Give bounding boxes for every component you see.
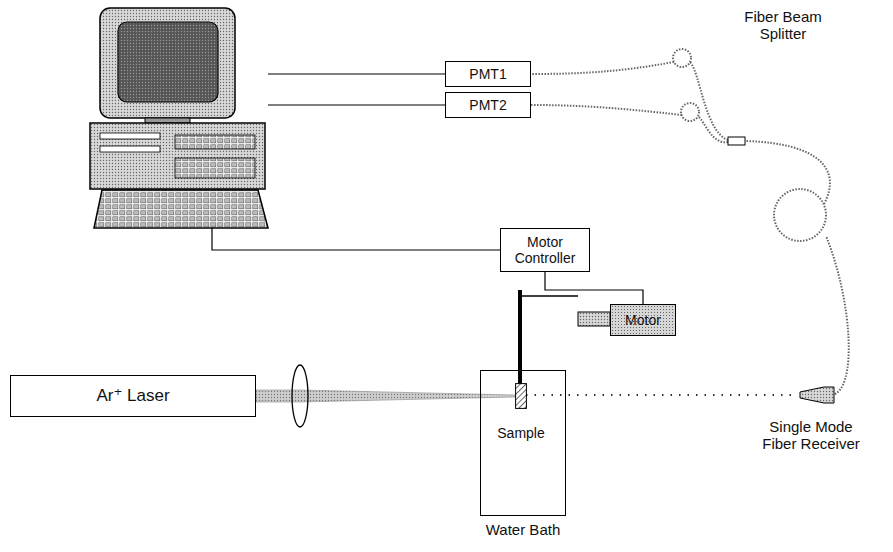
node-text: PMT2 (469, 97, 506, 113)
water-bath: Water BathSample (480, 370, 566, 516)
sample: Sample (491, 383, 551, 443)
beam-splitter (728, 137, 745, 145)
motor-shaft (578, 312, 610, 326)
front-panel (175, 158, 255, 178)
node-text: Motor Controller (501, 234, 589, 266)
cable (268, 104, 445, 105)
component-label: Single Mode Fiber Receiver (755, 418, 867, 453)
node-text: PMT1 (469, 66, 506, 82)
detector-box: PMT2 (445, 92, 531, 118)
cable (268, 73, 445, 74)
cable (212, 228, 502, 250)
screen (118, 22, 218, 102)
fiber-receiver (800, 387, 834, 403)
drive-slot (100, 133, 160, 139)
node-text: Motor (625, 312, 661, 328)
motor-box: Motor (610, 304, 676, 336)
component-label: Fiber Beam Splitter (720, 8, 846, 43)
detector-box: PMT1 (445, 61, 531, 87)
node-text: Water Bath (486, 521, 560, 538)
transmitted-light (526, 394, 796, 396)
laser-box: Ar⁺ Laser (10, 375, 256, 417)
connector (545, 272, 643, 304)
laser-beam (256, 390, 515, 402)
keyboard (94, 190, 268, 228)
node-text: Sample (497, 425, 544, 441)
drive-slot (100, 146, 160, 152)
front-panel (175, 135, 255, 149)
monitor (100, 8, 235, 118)
computer (90, 8, 268, 228)
holder-arm (522, 295, 578, 297)
lens (292, 365, 308, 427)
node-text: Ar⁺ Laser (96, 386, 169, 406)
sample-cell (515, 383, 527, 409)
controller-box: Motor Controller (500, 228, 590, 272)
optical-fiber (531, 49, 849, 395)
sample-holder-bar (518, 290, 522, 396)
computer-base (90, 123, 265, 189)
